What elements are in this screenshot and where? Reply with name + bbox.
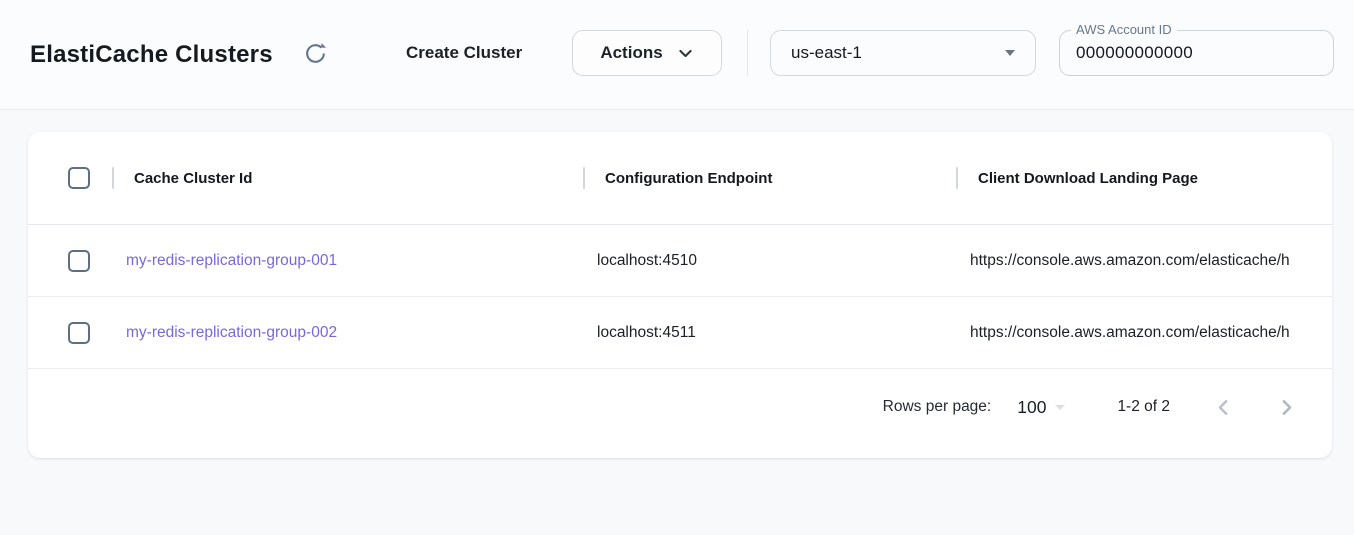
region-select[interactable]: us-east-1	[770, 30, 1036, 76]
actions-button-label: Actions	[600, 43, 662, 63]
pagination-bar: Rows per page: 100 1-2 of 2	[28, 369, 1332, 455]
rows-per-page-label: Rows per page:	[883, 398, 992, 416]
client-download-landing-page-cell: https://console.aws.amazon.com/elasticac…	[956, 252, 1332, 270]
cache-cluster-id-link[interactable]: my-redis-replication-group-002	[126, 324, 337, 341]
configuration-endpoint-cell: localhost:4511	[583, 324, 956, 342]
table-row[interactable]: my-redis-replication-group-002 localhost…	[28, 297, 1332, 369]
column-header-client-download-landing-page: Client Download Landing Page	[958, 170, 1332, 187]
actions-button[interactable]: Actions	[572, 30, 722, 76]
row-checkbox[interactable]	[68, 322, 90, 344]
chevron-down-icon	[677, 45, 694, 62]
chevron-left-icon	[1214, 398, 1233, 417]
table-row[interactable]: my-redis-replication-group-001 localhost…	[28, 225, 1332, 297]
cache-cluster-id-link[interactable]: my-redis-replication-group-001	[126, 252, 337, 269]
select-all-checkbox[interactable]	[68, 167, 90, 189]
rows-per-page-select[interactable]: 100	[1017, 397, 1065, 418]
page-title: ElastiCache Clusters	[30, 0, 273, 110]
topbar: ElastiCache Clusters Create Cluster Acti…	[0, 0, 1354, 110]
aws-account-id-field: AWS Account ID	[1059, 30, 1334, 76]
next-page-button[interactable]	[1277, 398, 1296, 417]
topbar-divider	[747, 30, 748, 76]
column-header-cache-cluster-id: Cache Cluster Id	[114, 170, 583, 187]
chevron-right-icon	[1277, 398, 1296, 417]
dropdown-caret-icon	[1005, 50, 1015, 56]
clusters-card: Cache Cluster Id Configuration Endpoint …	[28, 132, 1332, 458]
rows-per-page-value: 100	[1017, 397, 1046, 418]
table-header-row: Cache Cluster Id Configuration Endpoint …	[28, 132, 1332, 225]
configuration-endpoint-cell: localhost:4510	[583, 252, 956, 270]
checkbox-cell	[28, 322, 112, 344]
select-all-cell	[28, 167, 112, 189]
dropdown-caret-icon	[1055, 405, 1065, 410]
refresh-button[interactable]	[300, 40, 330, 70]
previous-page-button[interactable]	[1214, 398, 1233, 417]
region-select-value: us-east-1	[791, 43, 862, 63]
checkbox-cell	[28, 250, 112, 272]
aws-account-id-label: AWS Account ID	[1071, 22, 1177, 39]
row-checkbox[interactable]	[68, 250, 90, 272]
refresh-icon	[303, 41, 328, 69]
client-download-landing-page-cell: https://console.aws.amazon.com/elasticac…	[956, 324, 1332, 342]
pagination-range: 1-2 of 2	[1117, 398, 1170, 416]
column-header-configuration-endpoint: Configuration Endpoint	[585, 170, 956, 187]
create-cluster-button[interactable]: Create Cluster	[406, 30, 522, 76]
